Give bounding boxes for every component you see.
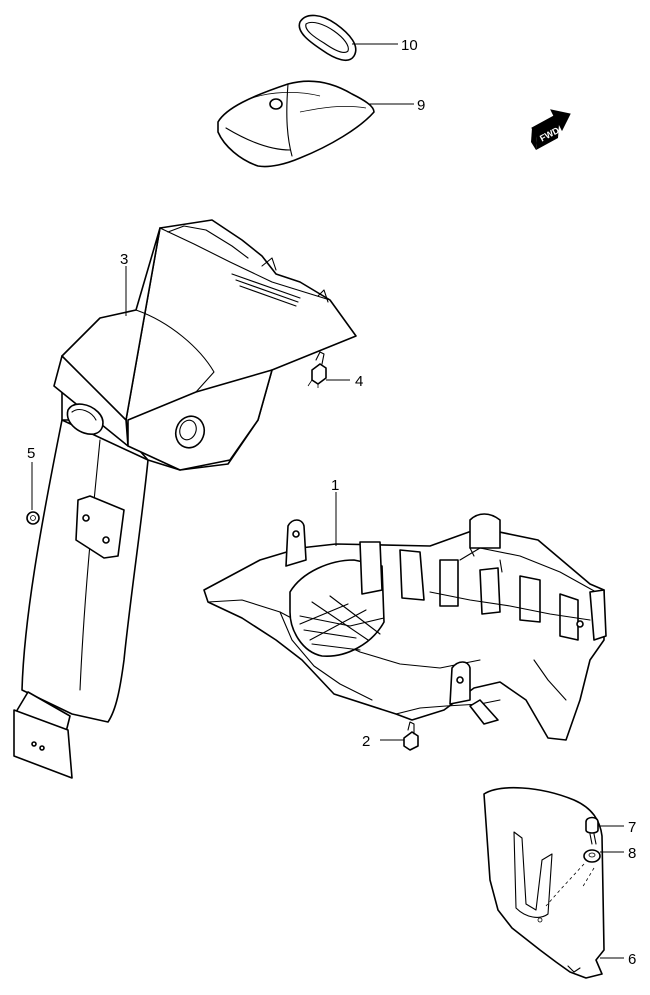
callout-5: 5 [27, 445, 35, 462]
part-3-rear-fender [13, 219, 357, 779]
part-9-pouch [217, 80, 375, 168]
part-2-bolt [403, 721, 419, 751]
callout-labels: 10 9 3 4 5 1 2 7 8 6 [27, 37, 636, 968]
callout-2: 2 [362, 733, 370, 750]
callout-10: 10 [401, 37, 418, 54]
fwd-arrow: FWD [531, 109, 571, 150]
callout-1: 1 [331, 477, 339, 494]
callout-7: 7 [628, 819, 636, 836]
callout-4: 4 [355, 373, 363, 390]
part-8-collar [583, 849, 601, 863]
part-6-side-cover [483, 786, 605, 979]
part-1-inner-tray [203, 513, 607, 741]
part-10-seal [298, 14, 357, 62]
callout-3: 3 [120, 251, 128, 268]
part-7-bolt [585, 816, 599, 845]
callout-6: 6 [628, 951, 636, 968]
callout-9: 9 [417, 97, 425, 114]
part-4-bolt [307, 351, 327, 388]
callout-8: 8 [628, 845, 636, 862]
leader-lines [31, 43, 624, 959]
part-5-grommet [26, 511, 40, 525]
